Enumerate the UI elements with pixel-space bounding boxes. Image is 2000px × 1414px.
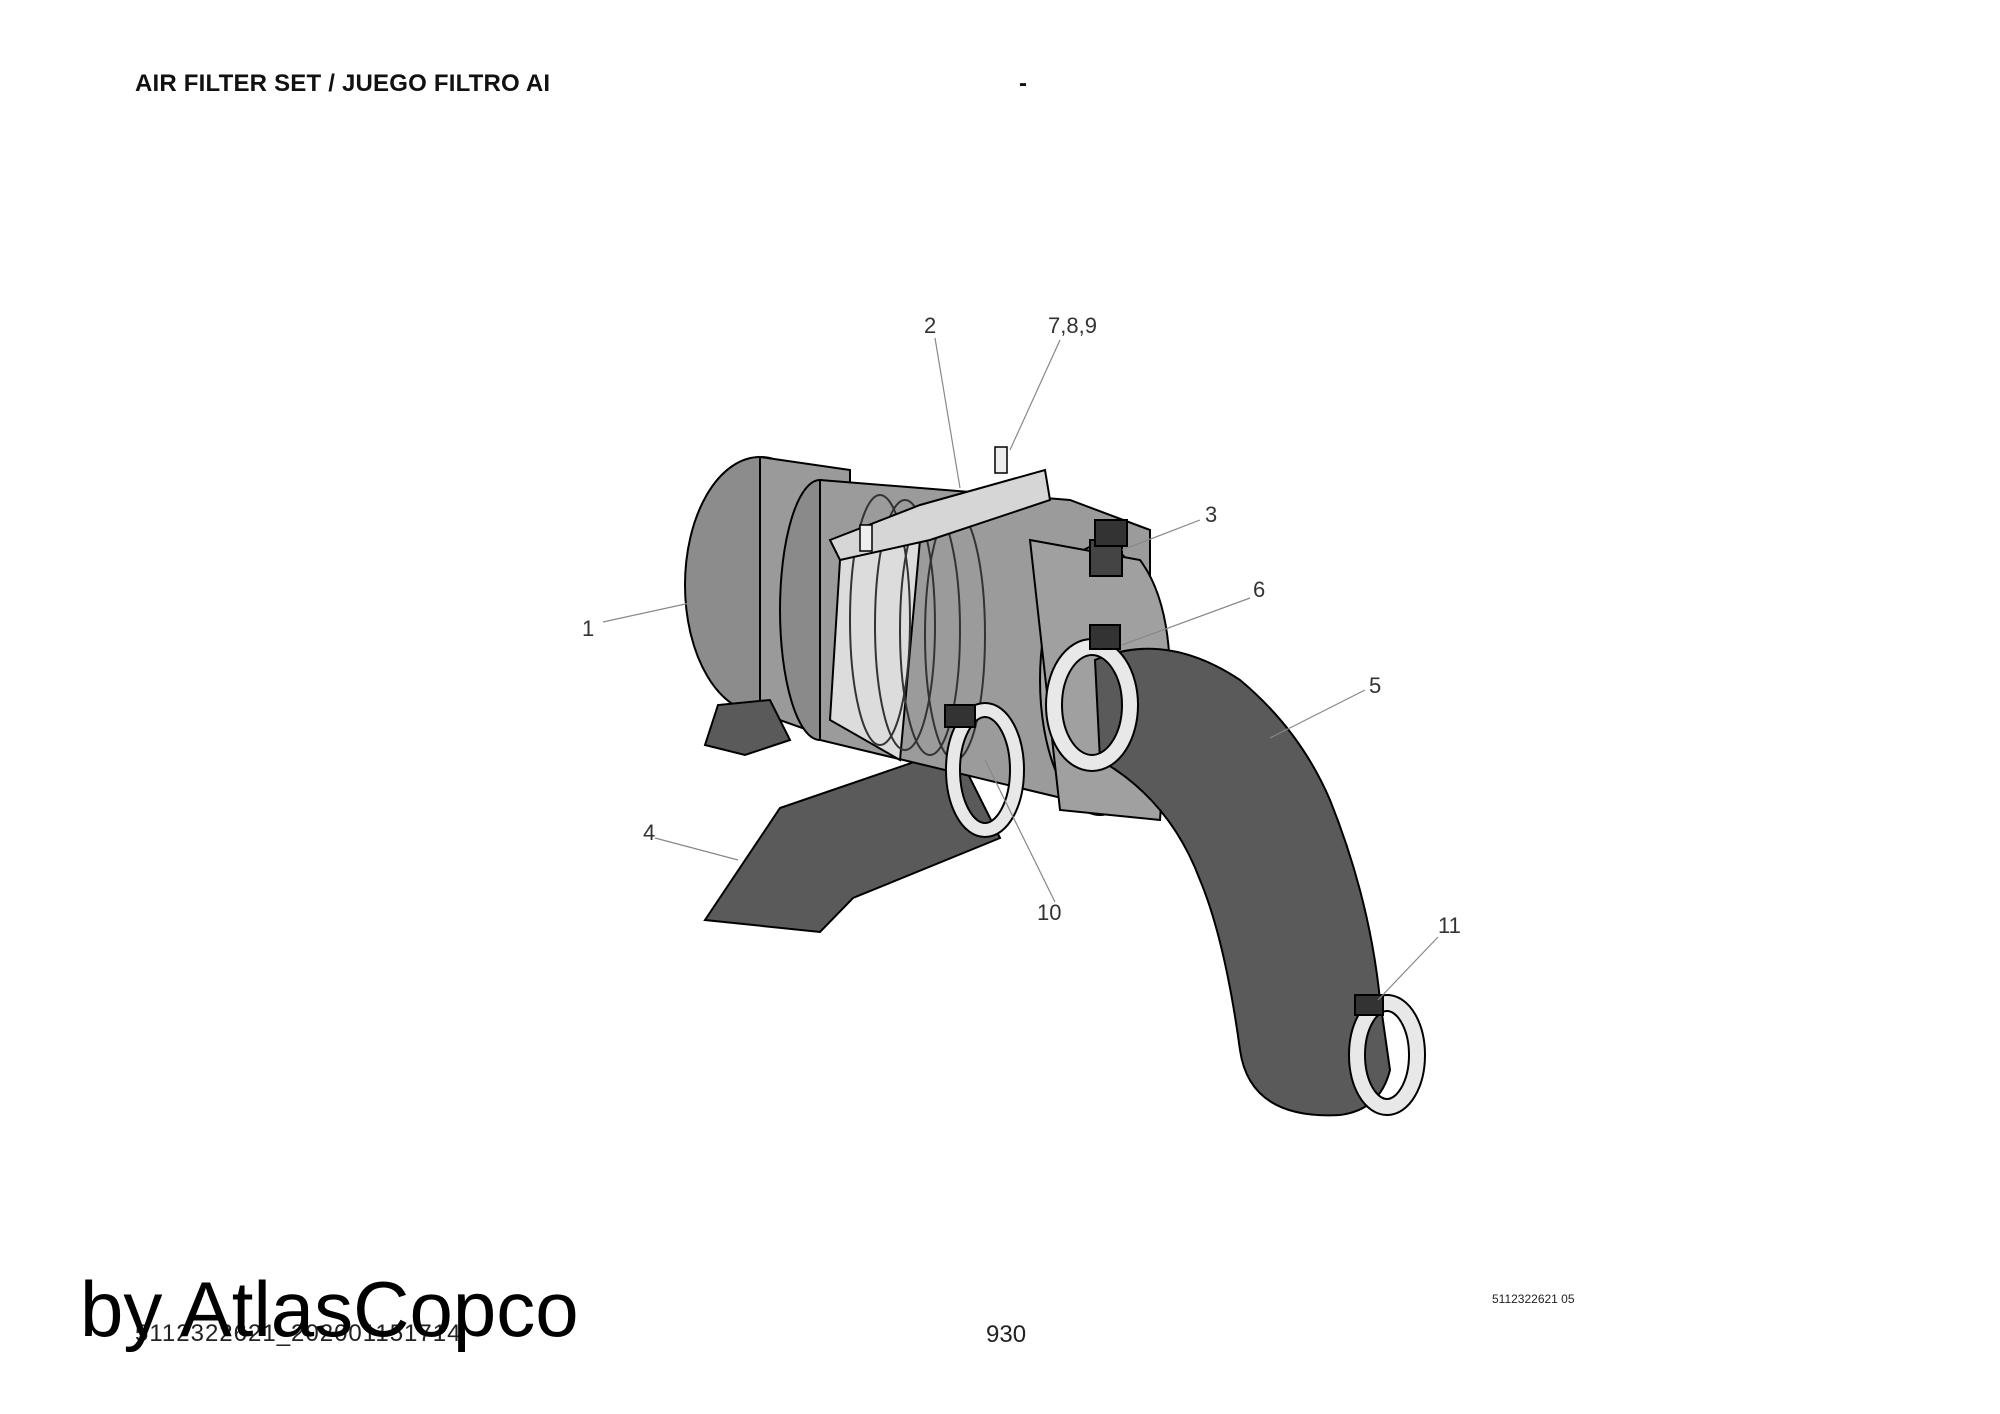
- page-title: AIR FILTER SET / JUEGO FILTRO AI: [135, 70, 551, 97]
- title-dash: -: [1019, 70, 1027, 97]
- watermark: by AtlasCopco: [80, 1265, 579, 1353]
- callout-3: 3: [1205, 502, 1217, 527]
- callout-7-8-9: 7,8,9: [1048, 313, 1097, 338]
- drawing-code: 5112322621 05: [1492, 1292, 1575, 1306]
- document-id: 5112322621_202001151714: [135, 1320, 462, 1347]
- hose-clamp-part-10: [944, 702, 1025, 838]
- service-indicator-part-3: [1089, 519, 1128, 577]
- callout-5: 5: [1369, 673, 1381, 698]
- leader-lines: [602, 337, 1439, 1001]
- hose-inlet-part-4: [703, 746, 1002, 934]
- callout-11: 11: [1438, 913, 1461, 938]
- callout-4: 4: [643, 820, 655, 845]
- callout-2: 2: [924, 313, 936, 338]
- callout-6: 6: [1253, 577, 1265, 602]
- callout-1: 1: [582, 616, 594, 641]
- hose-outlet-part-5: [1045, 624, 1426, 1117]
- callout-10: 10: [1037, 900, 1061, 925]
- page-number: 930: [986, 1321, 1027, 1348]
